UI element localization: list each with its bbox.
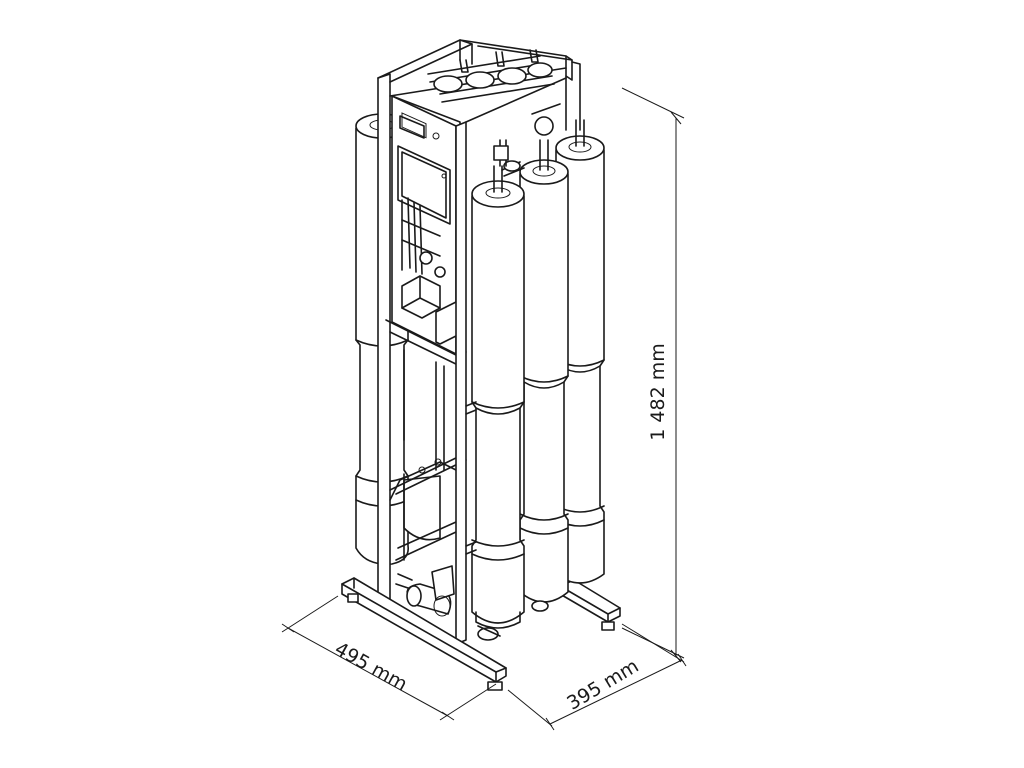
height-dimension-label: 1 482 mm	[647, 343, 669, 440]
display-window	[399, 115, 425, 139]
frame-left-upright	[377, 39, 473, 609]
rear-lower-membrane-vessel	[403, 475, 441, 541]
leveling-foot	[347, 593, 359, 603]
control-cabinet	[385, 95, 467, 357]
dimension-width	[281, 595, 497, 721]
base-feet	[341, 577, 621, 691]
leveling-foot	[487, 681, 503, 691]
dimension-depth	[507, 623, 687, 731]
vessel-fittings	[465, 103, 561, 641]
flow-meter-knob	[419, 251, 433, 265]
middle-membrane-vessel	[519, 116, 569, 603]
bottom-pump	[395, 565, 455, 617]
controller-box	[397, 145, 451, 225]
top-manifold-pipes	[427, 49, 555, 103]
leveling-foot	[601, 621, 615, 631]
pressure-pump-head	[401, 275, 441, 319]
indicator-light	[432, 132, 440, 140]
frame-right-upright	[455, 77, 567, 645]
front-membrane-vessel	[471, 165, 525, 629]
width-dimension-label: 495 mm	[331, 638, 411, 696]
lower-frame-interior	[389, 331, 467, 561]
